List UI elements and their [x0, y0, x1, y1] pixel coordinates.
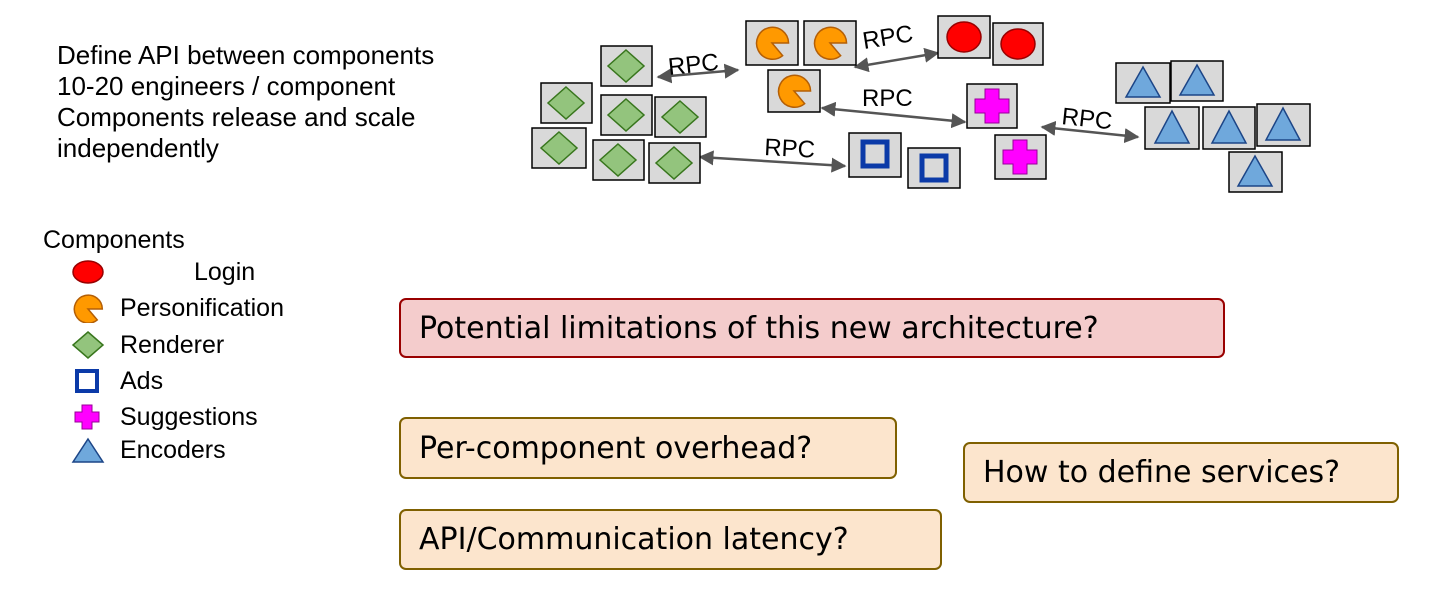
personification-tile	[803, 20, 857, 66]
rpc-label: RPC	[862, 85, 913, 112]
blue-triangle-icon	[71, 437, 105, 463]
ads-tile	[907, 147, 961, 189]
renderer-tile	[600, 45, 653, 87]
rpc-label: RPC	[764, 134, 816, 164]
ads-group	[848, 132, 961, 189]
rpc-arrow	[656, 63, 740, 84]
answer-latency: API/Communication latency?	[399, 509, 942, 570]
suggestions-tile	[994, 134, 1047, 180]
rpc-label: RPC	[861, 20, 915, 55]
encoders-tile	[1115, 62, 1171, 104]
rpc-arrow	[820, 101, 967, 129]
encoders-tile	[1144, 106, 1200, 150]
rpc-arrow	[1040, 120, 1140, 144]
question-limitations: Potential limitations of this new archit…	[399, 298, 1225, 358]
legend-label: Login	[194, 257, 256, 286]
red-circle-icon	[72, 260, 104, 284]
login-tile	[992, 22, 1044, 66]
renderer-tile	[648, 142, 701, 184]
legend-label: Renderer	[120, 330, 225, 359]
login-tile	[937, 15, 991, 59]
ads-tile	[848, 132, 902, 178]
encoders-tile	[1256, 103, 1311, 147]
renderer-tile	[600, 94, 653, 136]
legend-item-login: Login	[70, 256, 255, 288]
renderer-tile	[531, 127, 587, 169]
answer-overhead: Per-component overhead?	[399, 417, 897, 479]
renderer-tile	[654, 96, 707, 138]
encoders-group	[1115, 60, 1311, 193]
intro-line: Components release and scale	[57, 102, 416, 132]
legend-label: Suggestions	[120, 402, 258, 431]
renderer-tile	[540, 82, 593, 124]
orange-pacman-icon	[73, 294, 104, 323]
legend-label: Personification	[120, 293, 284, 322]
personification-group	[745, 20, 857, 113]
legend-item-encoders: Encoders	[70, 434, 226, 466]
intro-line: Define API between components	[57, 40, 435, 70]
intro-line: 10-20 engineers / component	[57, 71, 396, 101]
encoders-tile	[1228, 151, 1283, 193]
rpc-arrow	[698, 150, 847, 173]
renderer-group	[531, 45, 707, 184]
magenta-cross-icon	[74, 404, 100, 430]
encoders-tile	[1170, 60, 1224, 102]
encoders-tile	[1202, 106, 1256, 150]
legend-item-renderer: Renderer	[70, 329, 224, 361]
legend-item-ads: Ads	[70, 365, 163, 397]
intro-line: independently	[57, 133, 219, 163]
legend-label: Encoders	[120, 435, 226, 464]
legend-title: Components	[43, 226, 185, 254]
rpc-arrow	[853, 47, 940, 73]
answer-define-services: How to define services?	[963, 442, 1399, 503]
rpc-label: RPC	[667, 49, 720, 81]
legend-item-personification: Personification	[70, 292, 284, 324]
legend-label: Ads	[120, 366, 164, 395]
renderer-tile	[592, 139, 645, 181]
personification-tile	[745, 20, 799, 66]
legend-item-suggestions: Suggestions	[70, 401, 258, 433]
login-group	[937, 15, 1044, 66]
suggestions-group	[966, 83, 1047, 180]
personification-tile	[767, 69, 821, 113]
green-diamond-icon	[71, 331, 105, 359]
blue-square-icon	[75, 369, 99, 393]
intro-text: Define API between components 10-20 engi…	[57, 40, 434, 164]
rpc-label: RPC	[1060, 103, 1113, 135]
suggestions-tile	[966, 83, 1018, 129]
